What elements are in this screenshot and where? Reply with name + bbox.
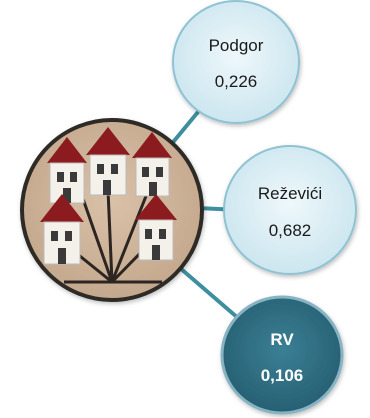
node-podgor-value: 0,226	[214, 72, 258, 91]
node-rezevici-name: Reževići	[257, 184, 323, 203]
node-podgor-bubble	[172, 0, 300, 124]
node-rv-name: RV	[270, 330, 294, 349]
house-icon	[86, 127, 130, 196]
node-rezevici-bubble	[223, 145, 357, 275]
node-rv-bubble	[220, 295, 344, 415]
node-podgor-name: Podgor	[208, 36, 264, 55]
node-rv-value: 0,106	[260, 366, 304, 385]
connector-rv	[178, 266, 240, 320]
house-icon	[135, 194, 177, 261]
node-rezevici-value: 0,682	[268, 221, 312, 240]
house-icon	[47, 137, 87, 204]
house-icon	[40, 194, 84, 265]
house-icon	[132, 132, 172, 197]
village-houses-drawing	[40, 127, 177, 284]
